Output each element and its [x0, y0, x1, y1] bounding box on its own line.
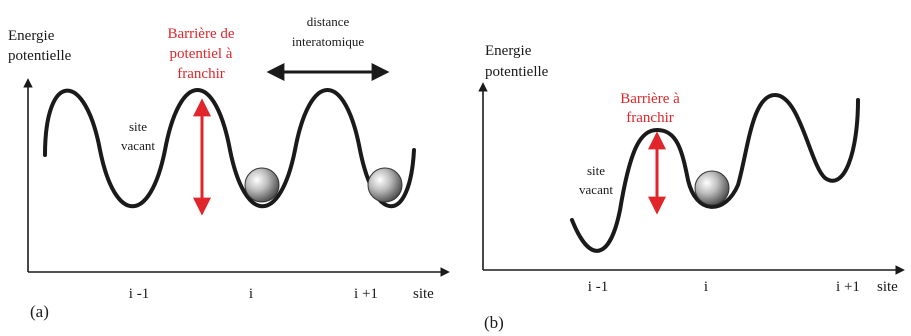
- panel-b-x-axis-label: site: [877, 279, 898, 295]
- panel-b: Energie potentielle Barrière à franchir …: [478, 43, 905, 332]
- panel-a-y-axis-label-2: potentielle: [8, 48, 72, 64]
- panel-b-barrier-label-1: Barrière à: [620, 91, 680, 107]
- panel-a-barrier-label-3: franchir: [177, 66, 224, 82]
- panel-a-tag: (a): [30, 302, 49, 321]
- panel-a-atom-i: [244, 167, 280, 203]
- panel-b-potential-curve: [570, 92, 860, 253]
- panel-a-distance-label-1: distance: [307, 14, 350, 29]
- panel-b-tick-i: i: [704, 279, 708, 295]
- panel-a-tick-i-minus-1: i -1: [129, 286, 149, 302]
- panel-b-y-axis-label-1: Energie: [485, 43, 532, 59]
- panel-a-potential-curve: [43, 88, 416, 209]
- panel-b-y-axis-label-2: potentielle: [485, 64, 549, 80]
- panel-a-vacancy-label-2: vacant: [121, 138, 155, 153]
- panel-b-tick-i-plus-1: i +1: [836, 279, 860, 295]
- panel-b-tag: (b): [484, 313, 504, 332]
- panel-a-x-axis-label: site: [413, 286, 434, 302]
- panel-a-tick-i: i: [249, 286, 253, 302]
- panel-a-barrier-label-2: potentiel à: [170, 46, 233, 62]
- panel-b-atom-i: [694, 170, 730, 206]
- panel-b-vacancy-label-1: site: [587, 163, 605, 178]
- panel-a-barrier-label-1: Barrière de: [167, 26, 234, 42]
- panel-a-vacancy-label-1: site: [129, 119, 147, 134]
- panel-a-atom-i-plus-1: [367, 167, 403, 203]
- panel-a-tick-i-plus-1: i +1: [354, 286, 378, 302]
- panel-b-barrier-label-2: franchir: [626, 110, 673, 126]
- panel-a-distance-label-2: interatomique: [292, 34, 364, 49]
- panel-b-tick-i-minus-1: i -1: [588, 279, 608, 295]
- panel-a-y-axis-label-1: Energie: [8, 28, 55, 44]
- panel-b-vacancy-label-2: vacant: [579, 182, 613, 197]
- panel-a: Energie potentielle Barrière de potentie…: [8, 14, 450, 321]
